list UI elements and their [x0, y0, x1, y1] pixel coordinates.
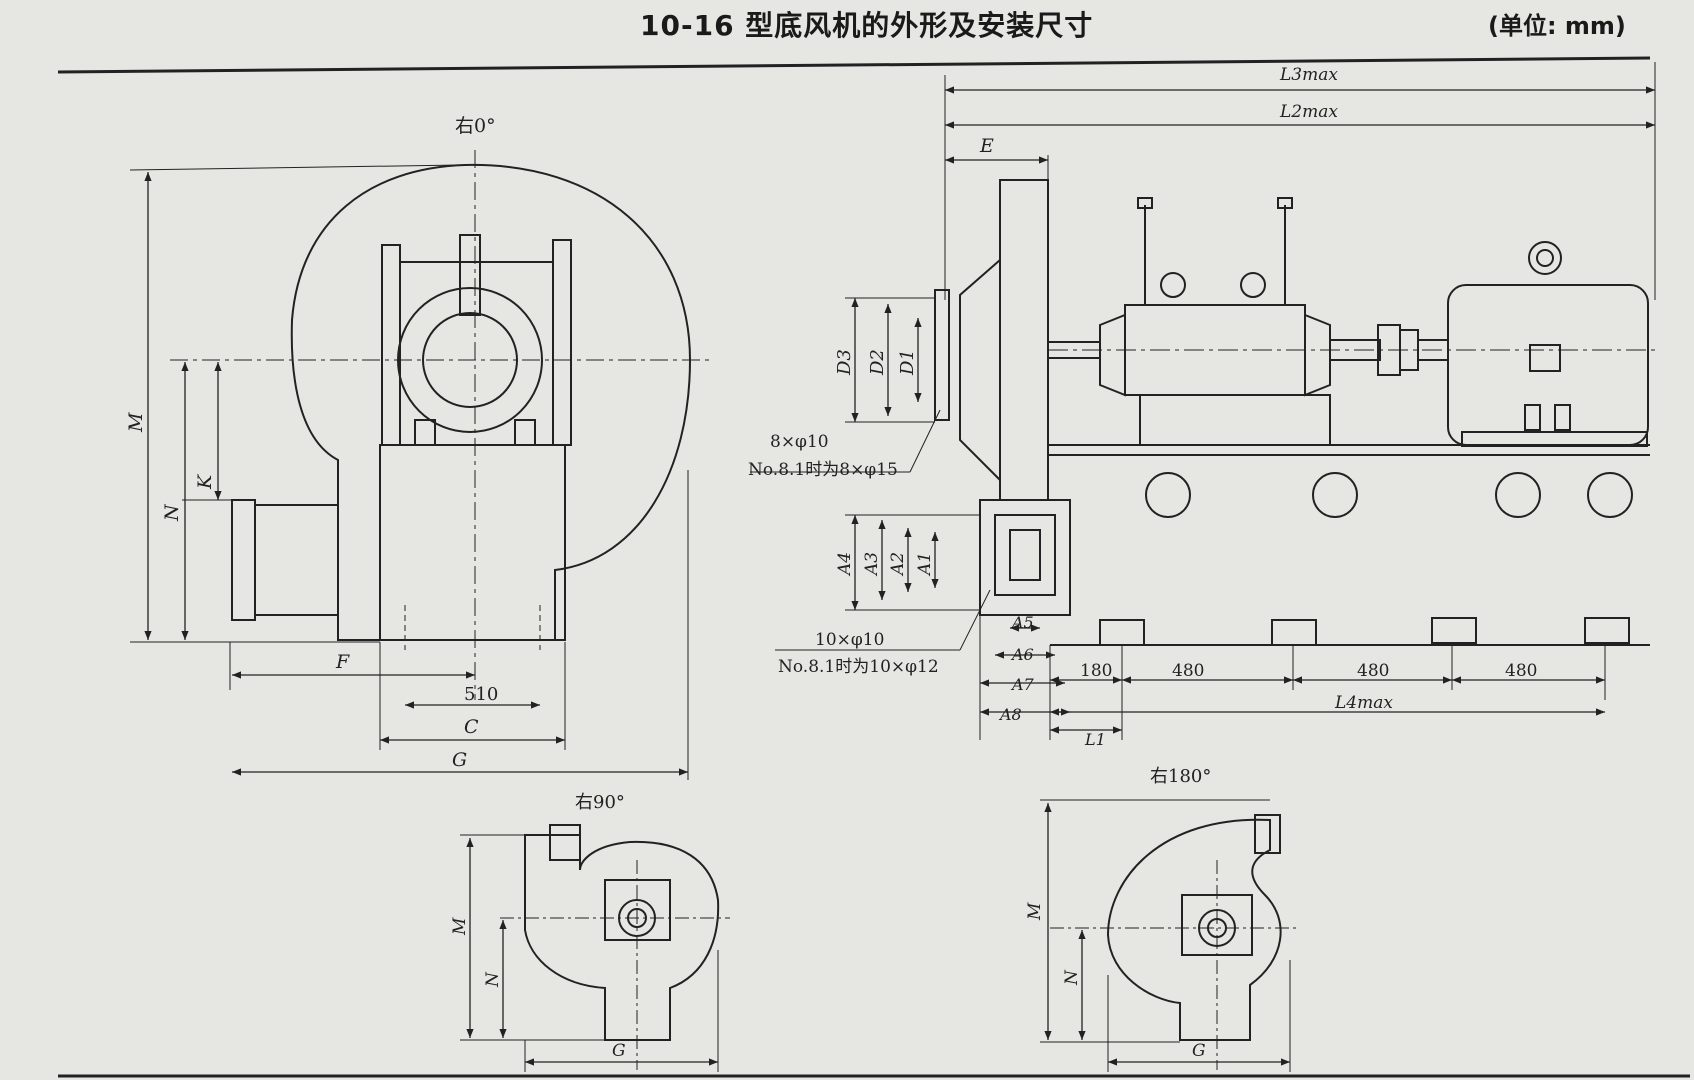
dim-A3: A3 — [862, 552, 882, 577]
view-right-0 — [129, 150, 710, 780]
header-rule — [57, 56, 1651, 74]
dim-G-main: G — [452, 749, 467, 771]
view-label-r90: 右90° — [575, 792, 625, 813]
inlet-cone — [959, 259, 1001, 481]
note-holes2: 10×φ10 — [815, 630, 884, 650]
dim-180: 180 — [1080, 661, 1112, 681]
dim-C: C — [464, 716, 479, 738]
note-holes1: 8×φ10 — [770, 432, 829, 452]
dim-D1: D1 — [897, 349, 918, 376]
dim-N-r180: N — [1062, 969, 1082, 986]
note-holes2-alt: No.8.1时为10×φ12 — [778, 657, 939, 677]
dim-480-c: 480 — [1505, 661, 1537, 681]
outlet-flange — [231, 499, 256, 621]
view-label-r180: 右180° — [1150, 766, 1211, 787]
dim-A4: A4 — [835, 552, 855, 577]
pedestal-box — [379, 444, 566, 641]
dim-D2: D2 — [867, 349, 888, 376]
casing-side — [999, 179, 1049, 501]
dim-N-left: N — [161, 503, 183, 522]
dim-G-r90: G — [612, 1041, 626, 1061]
dim-M-r90: M — [450, 917, 470, 936]
dim-G-r180: G — [1192, 1041, 1206, 1061]
side-view — [750, 62, 1660, 740]
volute-90 — [524, 834, 720, 1041]
note-holes1-alt: No.8.1时为8×φ15 — [748, 460, 898, 480]
dim-D3: D3 — [834, 349, 855, 376]
dim-A8: A8 — [998, 705, 1022, 724]
dim-A5: A5 — [1010, 613, 1034, 632]
dim-A6: A6 — [1010, 645, 1034, 664]
motor — [1447, 284, 1649, 446]
dim-K: K — [194, 473, 216, 490]
outlet-duct — [254, 504, 338, 616]
dim-480-a: 480 — [1172, 661, 1204, 681]
view-right-90 — [460, 824, 730, 1072]
dim-480-b: 480 — [1357, 661, 1389, 681]
volute-180 — [1106, 818, 1282, 1041]
view-right-180 — [1040, 799, 1300, 1072]
outlet-box — [979, 499, 1071, 616]
view-label-r0: 右0° — [455, 115, 496, 137]
dim-A2: A2 — [888, 552, 908, 577]
dim-M-left: M — [125, 412, 147, 433]
dim-A1: A1 — [915, 552, 935, 577]
volute-casing — [290, 163, 692, 641]
dim-L4max: L4max — [1334, 693, 1393, 713]
dim-N-r90: N — [483, 971, 503, 988]
unit-label: (单位: mm) — [1488, 12, 1626, 40]
page-title: 10-16 型底风机的外形及安装尺寸 — [640, 9, 1094, 42]
dim-F: F — [335, 651, 350, 673]
inlet-flange — [934, 289, 950, 421]
dim-L2max: L2max — [1279, 102, 1338, 122]
dim-A7: A7 — [1010, 675, 1035, 694]
dim-L3max: L3max — [1279, 65, 1338, 85]
dim-510: 510 — [464, 684, 498, 705]
dim-E: E — [979, 135, 994, 157]
dim-L1: L1 — [1084, 730, 1106, 749]
dim-M-r180: M — [1025, 902, 1045, 921]
